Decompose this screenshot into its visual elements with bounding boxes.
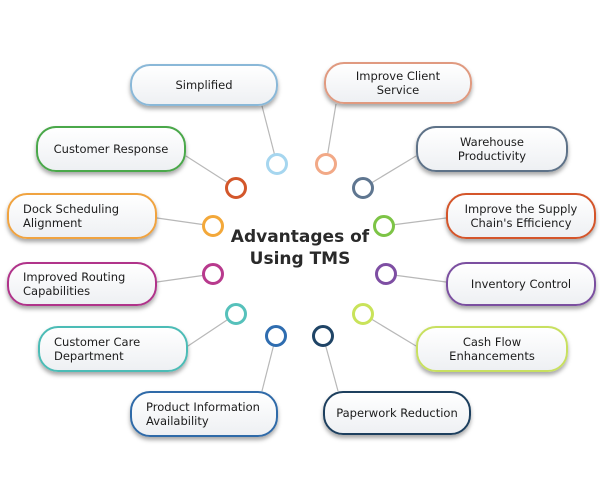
node-warehouse [352, 177, 374, 199]
node-customer-care [225, 303, 247, 325]
node-cash-flow [352, 303, 374, 325]
node-inventory [375, 263, 397, 285]
pill-inventory: Inventory Control [446, 262, 596, 306]
pill-warehouse: Warehouse Productivity [416, 126, 568, 172]
node-supply-chain [373, 215, 395, 237]
node-paperwork [312, 325, 334, 347]
pill-customer-response: Customer Response [36, 126, 186, 172]
node-routing [202, 263, 224, 285]
pill-dock: Dock Scheduling Alignment [7, 193, 157, 239]
node-customer-response [225, 177, 247, 199]
pill-cash-flow: Cash Flow Enhancements [416, 326, 568, 372]
pill-client-service: Improve Client Service [324, 62, 472, 104]
pill-simplified: Simplified [130, 64, 278, 106]
pill-paperwork: Paperwork Reduction [323, 391, 471, 435]
node-client-service [315, 153, 337, 175]
pill-supply-chain: Improve the Supply Chain's Efficiency [446, 193, 596, 239]
node-dock [202, 215, 224, 237]
node-simplified [266, 153, 288, 175]
pill-customer-care: Customer Care Department [38, 326, 188, 372]
pill-product-info: Product Information Availability [130, 391, 278, 437]
node-product-info [265, 325, 287, 347]
center-title: Advantages of Using TMS [230, 227, 370, 269]
pill-routing: Improved Routing Capabilities [7, 262, 157, 306]
